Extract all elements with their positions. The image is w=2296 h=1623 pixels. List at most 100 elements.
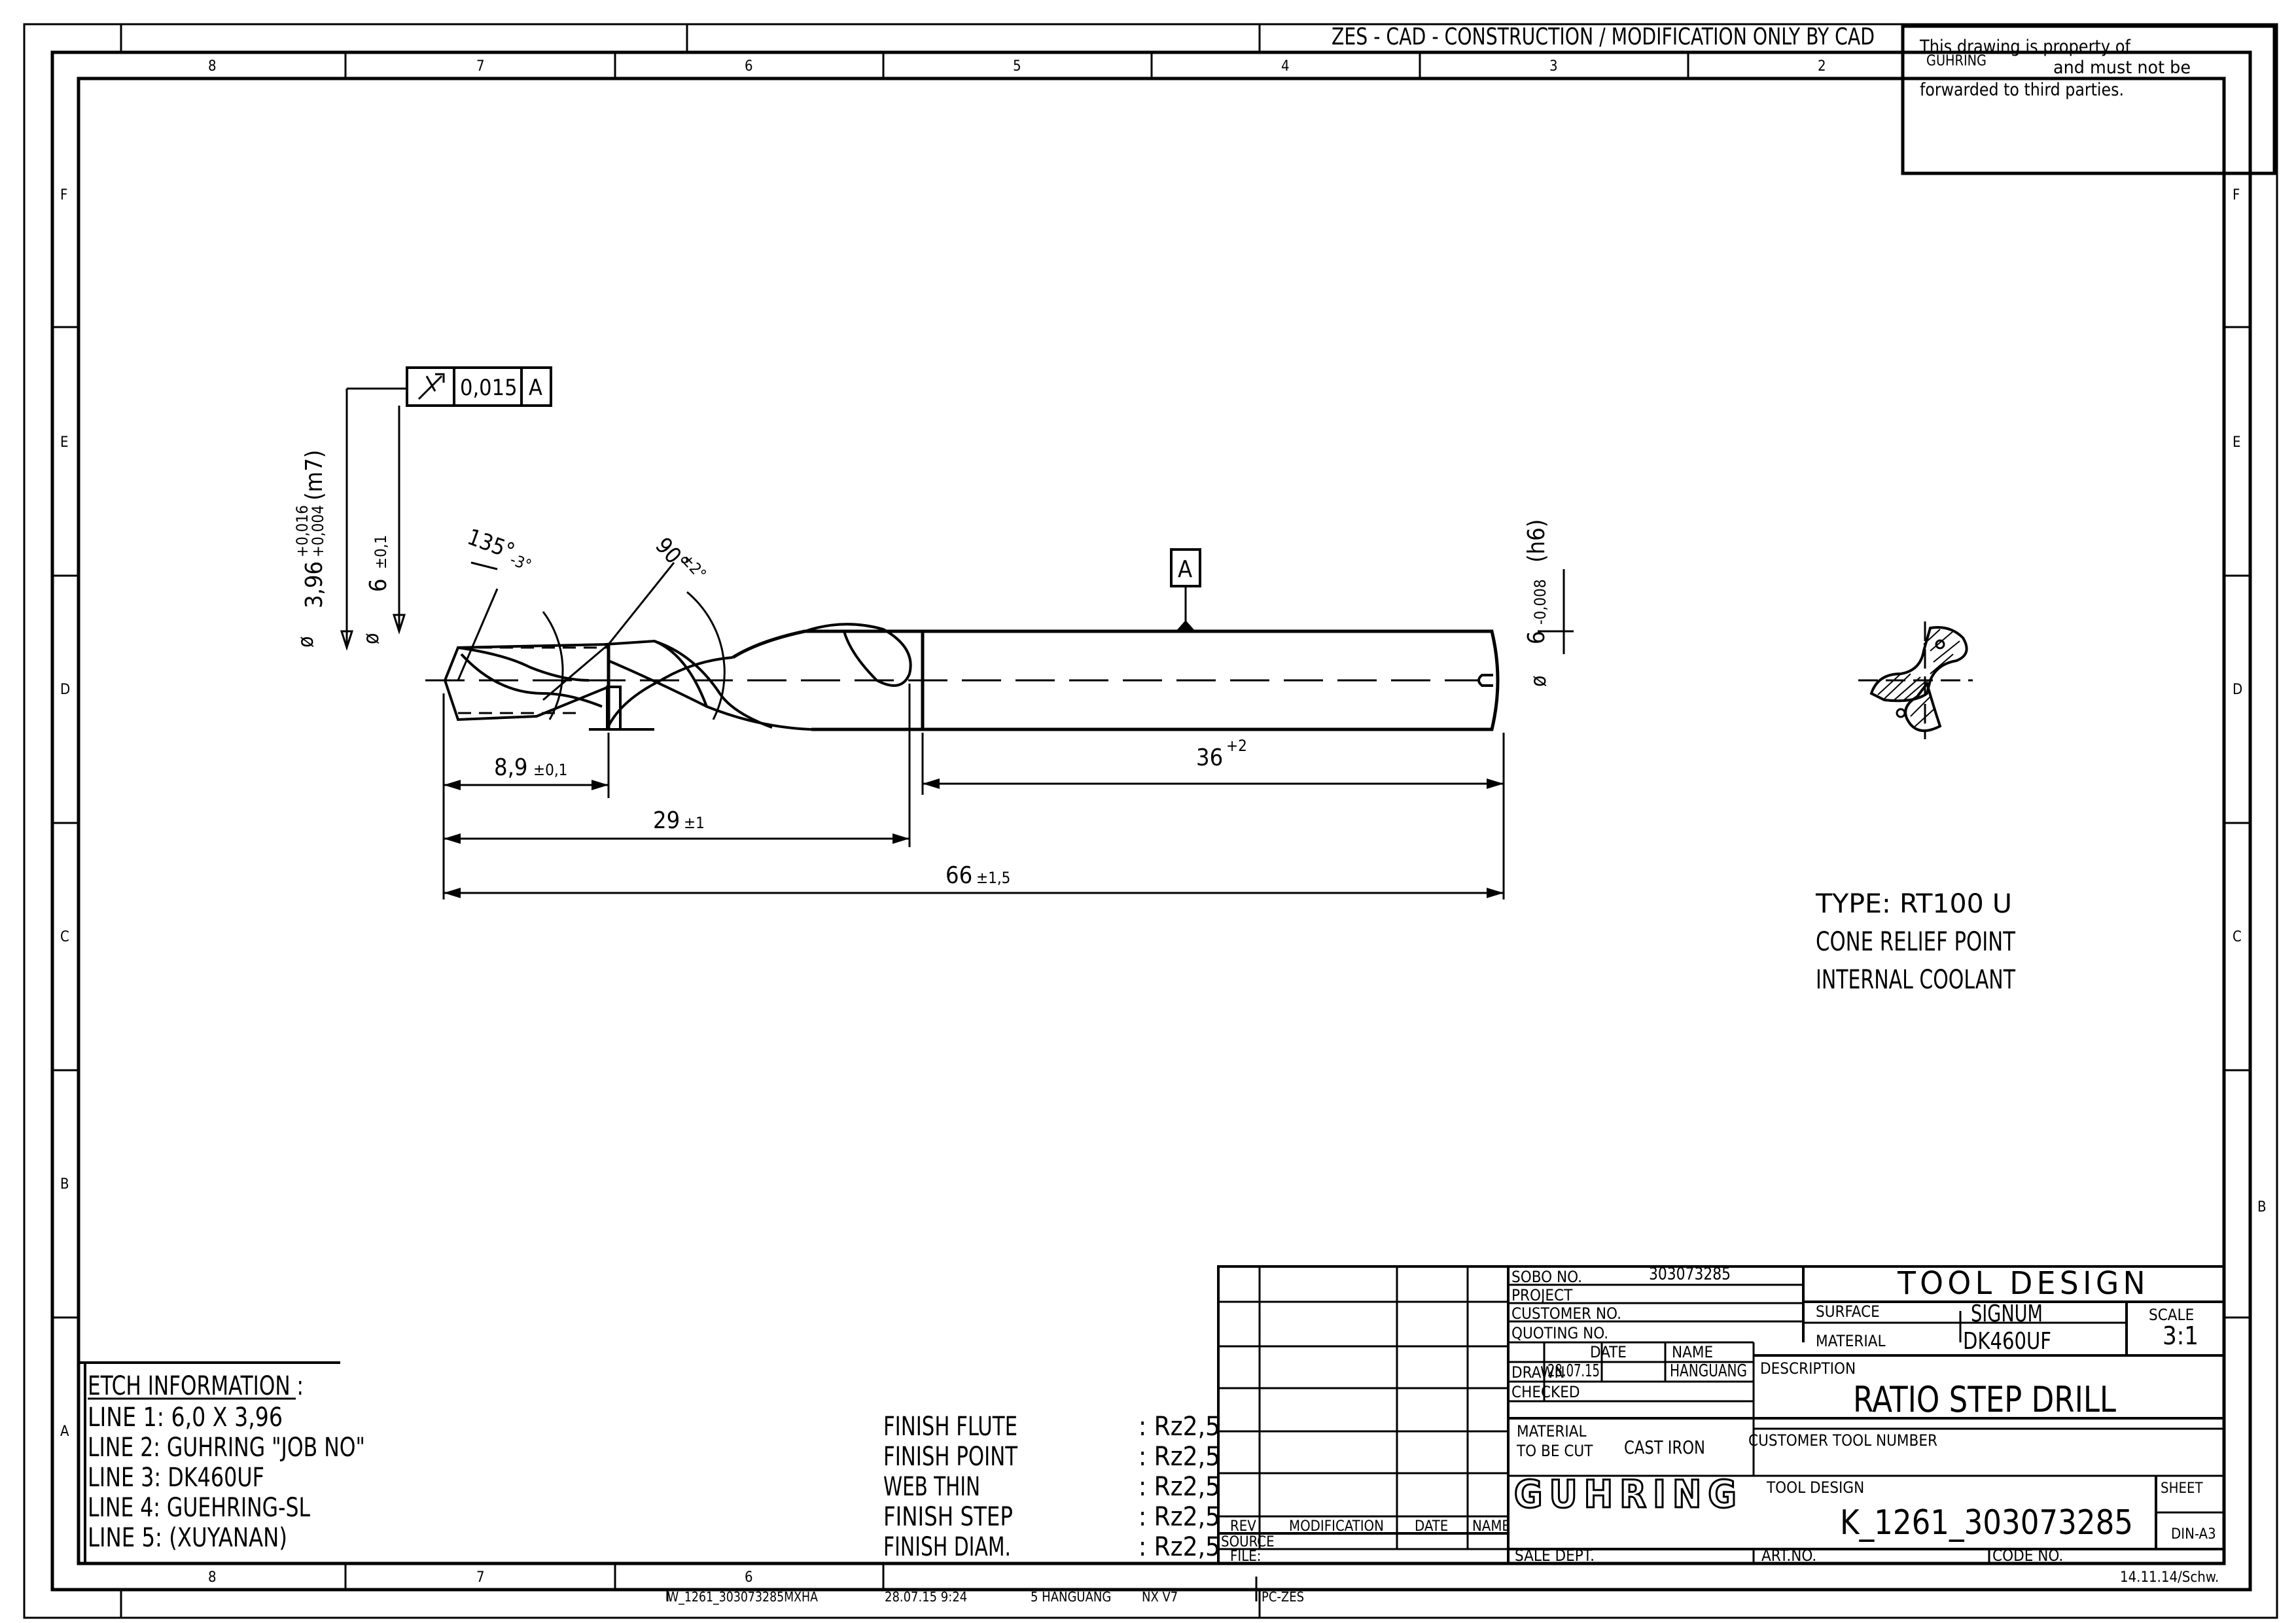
scale-label: SCALE	[2149, 1306, 2194, 1324]
property-line2: and must not be	[2053, 58, 2191, 78]
drill-end-view	[1858, 621, 1973, 739]
step-diameter-lower-tol: +0,004	[309, 505, 327, 557]
step-length-tol: ±0,1	[533, 761, 567, 779]
diameter-callouts: ø 3,96 +0,016 +0,004 (m7) ø 6 ±0,1 ø 6 -…	[293, 450, 1574, 687]
zone-col-8: 8	[208, 58, 217, 75]
shank-diameter-main: 6	[1523, 631, 1550, 644]
zone-bottom-col-6: 6	[745, 1569, 753, 1586]
sobo-value: 303073285	[1649, 1265, 1731, 1284]
surface-label: SURFACE	[1816, 1302, 1880, 1321]
etch-line-3: LINE 3: DK460UF	[88, 1463, 264, 1493]
zone-markers: 8 7 6 5 4 3 2 8 7 6 F E D C B A F E D C …	[52, 52, 2267, 1590]
finish-label-5: FINISH DIAM.	[883, 1532, 1011, 1562]
zone-bottom-col-7: 7	[476, 1569, 485, 1586]
footer-strip: W_1261_303073285MXHA 28.07.15 9:24 5 HAN…	[666, 1577, 1304, 1605]
shank-diameter-symbol: ø	[1526, 675, 1551, 687]
customer-tool-label: CUSTOMER TOOL NUMBER	[1748, 1431, 1937, 1450]
zone-row-C-left: C	[60, 929, 69, 945]
zone-col-7: 7	[476, 58, 485, 75]
material-cut-label-1: MATERIAL	[1517, 1422, 1587, 1440]
runout-tolerance-frame: 0,015 A	[340, 366, 552, 651]
type-note-1: TYPE: RT100 U	[1815, 889, 2012, 919]
source-label: SOURCE	[1221, 1534, 1275, 1550]
zone-row-A-left: A	[60, 1423, 69, 1440]
rev-header-modification: MODIFICATION	[1289, 1518, 1384, 1535]
footer-system: PC-ZES	[1262, 1589, 1304, 1605]
type-notes: TYPE: RT100 U CONE RELIEF POINT INTERNAL…	[1815, 889, 2016, 995]
runout-value: 0,015	[460, 375, 518, 401]
zone-row-B-left: B	[60, 1176, 69, 1193]
customer-no-label: CUSTOMER NO.	[1511, 1304, 1621, 1323]
finish-label-3: WEB THIN	[883, 1472, 980, 1502]
footer-date-time: 28.07.15 9:24	[885, 1589, 967, 1605]
finish-value-2: : Rz2,5	[1139, 1442, 1220, 1472]
step-diameter-upper-tol: +0,016	[293, 505, 311, 557]
guhring-logo: GUHRING	[1514, 1472, 1743, 1516]
top-banner: ZES - CAD - CONSTRUCTION / MODIFICATION …	[1332, 24, 1875, 50]
tool-design-label: TOOL DESIGN	[1766, 1478, 1864, 1497]
project-label: PROJECT	[1511, 1286, 1573, 1304]
sheet-value: DIN-A3	[2171, 1526, 2216, 1543]
date-header: DATE	[1590, 1343, 1627, 1361]
step-diameter-fit: (m7)	[301, 450, 328, 500]
shank-diameter-fit: (h6)	[1523, 519, 1550, 563]
footer-file-name: W_1261_303073285MXHA	[667, 1589, 819, 1605]
total-length-tol: ±1,5	[976, 869, 1010, 887]
finish-value-3: : Rz2,5	[1139, 1472, 1220, 1502]
angle-callouts: 135° -3° 90° ±2°	[464, 524, 710, 584]
zone-col-6: 6	[745, 58, 753, 75]
etch-line-4: LINE 4: GUEHRING-SL	[88, 1493, 310, 1523]
zone-col-3: 3	[1549, 58, 1558, 75]
tool-design-value: K_1261_303073285	[1840, 1503, 2133, 1543]
finish-value-5: : Rz2,5	[1139, 1532, 1220, 1562]
description-value: RATIO STEP DRILL	[1853, 1379, 2116, 1420]
zone-row-D-left: D	[60, 682, 70, 698]
zone-row-B-right: B	[2257, 1199, 2267, 1215]
type-note-3: INTERNAL COOLANT	[1816, 965, 2016, 995]
art-no-label: ART.NO.	[1761, 1546, 1816, 1565]
body-diameter-main: 6	[365, 578, 392, 592]
etch-line-1: LINE 1: 6,0 X 3,96	[88, 1403, 283, 1433]
finish-label-2: FINISH POINT	[883, 1442, 1018, 1472]
code-no-label: CODE NO.	[1992, 1546, 2063, 1565]
body-diameter-tol: ±0,1	[372, 535, 390, 569]
shank-diameter-tol: -0,008	[1531, 579, 1549, 625]
material-label: MATERIAL	[1816, 1332, 1886, 1350]
name-header: NAME	[1672, 1343, 1713, 1361]
length-dimensions: 8,9 ±0,1 29 ±1 36 +2 66 ±1,5	[442, 684, 1505, 899]
property-line3: forwarded to third parties.	[1920, 80, 2124, 100]
zone-row-F-left: F	[60, 187, 67, 203]
drawn-date: 28.07.15	[1547, 1361, 1600, 1381]
total-length-main: 66	[945, 862, 972, 889]
checked-label: CHECKED	[1511, 1383, 1580, 1401]
surface-value: SIGNUM	[1971, 1300, 2043, 1327]
footer-cad-version: NX V7	[1142, 1589, 1178, 1605]
etch-line-2: LINE 2: GUHRING "JOB NO"	[88, 1433, 365, 1463]
rev-header-name: NAME	[1472, 1518, 1510, 1535]
drawn-label: DRAWN	[1511, 1363, 1565, 1382]
body-diameter-symbol: ø	[359, 633, 383, 644]
section-hatching	[1877, 629, 1960, 728]
finish-value-1: : Rz2,5	[1139, 1412, 1220, 1442]
etch-line-5: LINE 5: (XUYANAN)	[88, 1523, 287, 1553]
footer-user: 5 HANGUANG	[1031, 1589, 1111, 1605]
drawn-name: HANGUANG	[1670, 1361, 1747, 1381]
finish-value-4: : Rz2,5	[1139, 1502, 1220, 1532]
datum-a-marker: A	[1170, 548, 1201, 631]
quoting-no-label: QUOTING NO.	[1511, 1324, 1608, 1342]
datum-a-label: A	[1178, 556, 1192, 583]
shank-length-main: 36	[1196, 744, 1223, 771]
property-company: GUHRING	[1926, 53, 1987, 69]
material-cut-value: CAST IRON	[1624, 1437, 1705, 1458]
zone-row-F-right: F	[2233, 187, 2240, 203]
zone-col-5: 5	[1013, 58, 1021, 75]
rev-header-rev: REV	[1230, 1518, 1256, 1535]
material-value: DK460UF	[1963, 1328, 2051, 1355]
file-label: FILE:	[1230, 1548, 1261, 1565]
material-cut-label-2: TO BE CUT	[1516, 1442, 1593, 1460]
zone-row-E-left: E	[60, 434, 69, 451]
zone-row-C-right: C	[2233, 929, 2242, 945]
rev-header-date: DATE	[1415, 1518, 1448, 1535]
property-notice: This drawing is property of GUHRING and …	[1901, 24, 2276, 175]
